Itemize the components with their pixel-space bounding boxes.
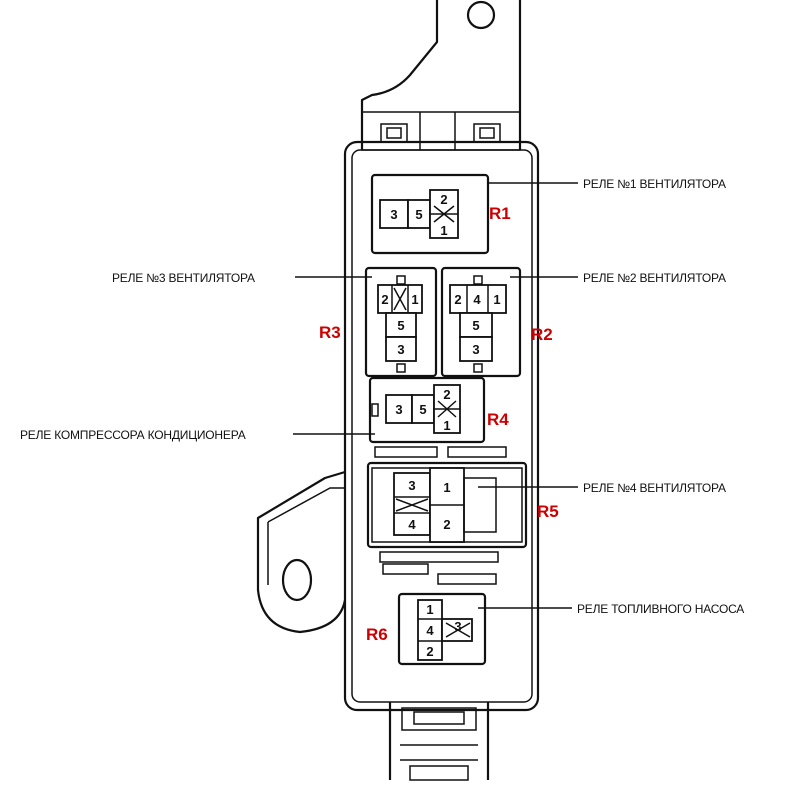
- r3-pin-label: 3: [397, 342, 404, 357]
- r4-pin-label: 3: [395, 402, 402, 417]
- relay-r2: 2 4 1 5 3 R2 РЕЛЕ №2 ВЕНТИЛЯТОРА: [440, 266, 726, 378]
- r3-coil-symbol: [393, 287, 407, 311]
- r1-pin-label: 3: [390, 207, 397, 222]
- r6-pin-label: 1: [426, 602, 433, 617]
- r2-label: РЕЛЕ №2 ВЕНТИЛЯТОРА: [583, 271, 726, 285]
- top-latch-right: [473, 123, 501, 143]
- r6-label: РЕЛЕ ТОПЛИВНОГО НАСОСА: [577, 602, 744, 616]
- r6-pin-column: [417, 599, 443, 661]
- relay-r4: 3 5 2 1 R4 РЕЛЕ КОМПРЕССОРА КОНДИЦИОНЕРА: [20, 376, 509, 444]
- r6-pin-label: 4: [426, 623, 434, 638]
- r4-pin-label: 2: [443, 387, 450, 402]
- r2-tag: R2: [531, 325, 553, 344]
- r4-pin-3: [385, 394, 413, 424]
- r3-tag: R3: [319, 323, 341, 342]
- r1-tag: R1: [489, 204, 511, 223]
- r1-coil-symbol: [433, 205, 455, 223]
- relay-r5: 3 4 1 2 R5 РЕЛЕ №4 ВЕНТИЛЯТОРА: [366, 461, 726, 549]
- r6-tag: R6: [366, 625, 388, 644]
- r3-pin-label: 2: [381, 292, 388, 307]
- r6-coil-symbol: [445, 622, 471, 638]
- r5-pin-label: 2: [443, 517, 450, 532]
- fuse-slot: [382, 563, 429, 575]
- r5-coil-symbol: [395, 498, 429, 512]
- r1-pin-label: 1: [440, 223, 447, 238]
- r6-pin-label: 3: [454, 619, 461, 634]
- r2-pin-label: 1: [493, 292, 500, 307]
- r5-tag: R5: [537, 502, 559, 521]
- top-latch-left: [380, 123, 408, 143]
- r3-pin-label: 1: [411, 292, 418, 307]
- r4-pin-label: 5: [419, 402, 426, 417]
- r2-pin-label: 5: [472, 318, 479, 333]
- r1-pin-label: 5: [415, 207, 422, 222]
- r2-pin-label: 3: [472, 342, 479, 357]
- r2-pin-label: 4: [473, 292, 481, 307]
- r5-pin-label: 4: [408, 517, 416, 532]
- relay-r6: 1 4 3 2 R6 РЕЛЕ ТОПЛИВНОГО НАСОСА: [366, 592, 745, 666]
- r2-top-block: [449, 284, 507, 314]
- r3-pin-3: [385, 336, 417, 362]
- fuse-slot: [437, 573, 497, 585]
- r5-pin-label: 3: [408, 478, 415, 493]
- relay-box-housing: [256, 0, 540, 781]
- side-mount-hole: [281, 558, 313, 602]
- r5-pin-label: 1: [443, 480, 450, 495]
- r4-coil-symbol: [437, 400, 457, 418]
- fuse-slot: [447, 446, 507, 458]
- r3-label: РЕЛЕ №3 ВЕНТИЛЯТОРА: [112, 271, 255, 285]
- fuse-slot: [374, 446, 438, 458]
- r1-pin-label: 2: [440, 192, 447, 207]
- r4-tag: R4: [487, 410, 509, 429]
- r4-pin-label: 1: [443, 418, 450, 433]
- relay-r1: 3 5 2 1 R1 РЕЛЕ №1 ВЕНТИЛЯТОРА: [370, 173, 726, 255]
- relay-r3: 2 1 5 3 R3 РЕЛЕ №3 ВЕНТИЛЯТОРА: [112, 266, 438, 378]
- r1-label: РЕЛЕ №1 ВЕНТИЛЯТОРА: [583, 177, 726, 191]
- r3-pin-label: 5: [397, 318, 404, 333]
- r2-pin-label: 2: [454, 292, 461, 307]
- r4-label: РЕЛЕ КОМПРЕССОРА КОНДИЦИОНЕРА: [20, 428, 246, 442]
- r2-pin-3: [459, 336, 493, 362]
- r6-pin-label: 2: [426, 644, 433, 659]
- fuse-slot: [379, 551, 499, 563]
- r5-left-block: [393, 472, 431, 536]
- top-mount-hole: [466, 0, 496, 30]
- r5-label: РЕЛЕ №4 ВЕНТИЛЯТОРА: [583, 481, 726, 495]
